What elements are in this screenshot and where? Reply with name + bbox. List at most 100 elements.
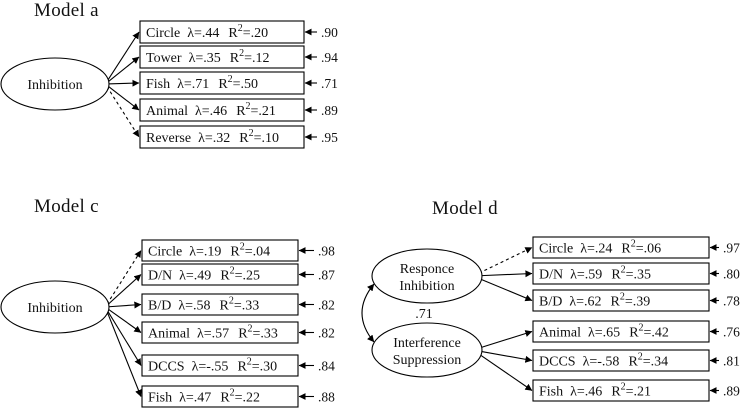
- factor-label-line1: Interference: [393, 336, 461, 351]
- loading-arrow: [106, 274, 142, 306]
- indicator-box: [532, 289, 710, 312]
- error-variance: .89: [723, 384, 740, 399]
- indicator-box: [141, 321, 299, 344]
- error-variance: .71: [321, 76, 338, 91]
- indicator-box: [141, 385, 299, 408]
- indicator-r2-value: =.21: [626, 385, 651, 400]
- indicator-r2: R: [230, 245, 240, 260]
- indicator-lambda: λ=.47: [179, 391, 211, 406]
- indicator-r2-sup: 2: [247, 357, 252, 368]
- loading-arrow: [478, 270, 533, 278]
- error-variance: .88: [318, 390, 335, 405]
- indicator-lambda: λ=.46: [570, 385, 602, 400]
- indicator-lambda: λ=.65: [588, 326, 620, 341]
- indicator-box: [532, 262, 710, 285]
- loading-arrow: [478, 350, 533, 363]
- indicator-r2-value: =.39: [625, 295, 650, 310]
- indicator-box: [141, 263, 299, 286]
- indicator-r2: R: [611, 385, 621, 400]
- indicator-r2-sup: 2: [638, 352, 643, 363]
- indicator-name: Circle: [148, 245, 182, 260]
- factor-correlation-arrow: [361, 283, 375, 343]
- indicator-lambda: λ=.44: [187, 26, 219, 41]
- error-variance: .76: [723, 325, 740, 340]
- indicator-name: D/N: [148, 269, 172, 284]
- indicator-r2-sup: 2: [230, 266, 235, 277]
- latent-factor-ellipse: [0, 280, 110, 334]
- indicator-lambda: λ=.62: [569, 295, 601, 310]
- loading-arrow: [106, 311, 142, 397]
- error-variance: .82: [318, 326, 335, 341]
- indicator-name: Circle: [539, 242, 573, 257]
- model-d-title: Model d: [432, 198, 498, 219]
- indicator-name: Reverse: [146, 131, 191, 146]
- indicator-lambda: λ=.59: [570, 268, 602, 283]
- indicator-name: Fish: [148, 391, 172, 406]
- indicator-box: [139, 125, 305, 149]
- indicator-r2-sup: 2: [631, 239, 636, 250]
- indicator-lambda: λ=.71: [177, 77, 209, 92]
- indicator-r2: R: [611, 295, 621, 310]
- indicator-r2: R: [237, 360, 247, 375]
- indicator-box: [141, 293, 299, 316]
- indicator-r2-value: =.25: [235, 269, 260, 284]
- loading-arrow: [478, 247, 533, 274]
- indicator-r2-value: =.42: [644, 326, 669, 341]
- indicator-name: Animal: [146, 104, 188, 119]
- loading-arrow: [106, 86, 140, 138]
- factor-label-line2: Inhibition: [399, 279, 454, 294]
- error-variance: .94: [321, 50, 338, 65]
- indicator-name: DCCS: [539, 355, 576, 370]
- indicator-name: Circle: [146, 26, 180, 41]
- indicator-r2: R: [621, 242, 631, 257]
- indicator-r2-value: =.12: [244, 51, 269, 66]
- indicator-r2-value: =.10: [254, 131, 279, 146]
- indicator-r2: R: [220, 269, 230, 284]
- indicator-name: DCCS: [148, 360, 185, 375]
- indicator-r2-value: =.20: [243, 26, 268, 41]
- indicator-lambda: λ=.32: [198, 131, 230, 146]
- latent-factor-ellipse: [371, 322, 483, 378]
- loading-arrow: [106, 301, 142, 309]
- loading-arrow: [106, 31, 140, 82]
- indicator-lambda: λ=.35: [189, 51, 221, 66]
- loading-arrow: [106, 307, 142, 333]
- indicator-r2-sup: 2: [621, 265, 626, 276]
- loading-arrow: [106, 250, 142, 305]
- loading-arrow: [106, 56, 140, 84]
- indicator-lambda: λ=.49: [179, 269, 211, 284]
- indicator-r2: R: [239, 131, 249, 146]
- indicator-r2-sup: 2: [621, 382, 626, 393]
- indicator-r2-sup: 2: [240, 242, 245, 253]
- indicator-lambda: λ=-.58: [583, 355, 620, 370]
- indicator-r2-sup: 2: [229, 296, 234, 307]
- model-a-title: Model a: [34, 0, 99, 21]
- indicator-r2-value: =.21: [251, 104, 276, 119]
- error-variance: .78: [723, 294, 740, 309]
- error-variance: .89: [321, 103, 338, 118]
- indicator-r2: R: [628, 355, 638, 370]
